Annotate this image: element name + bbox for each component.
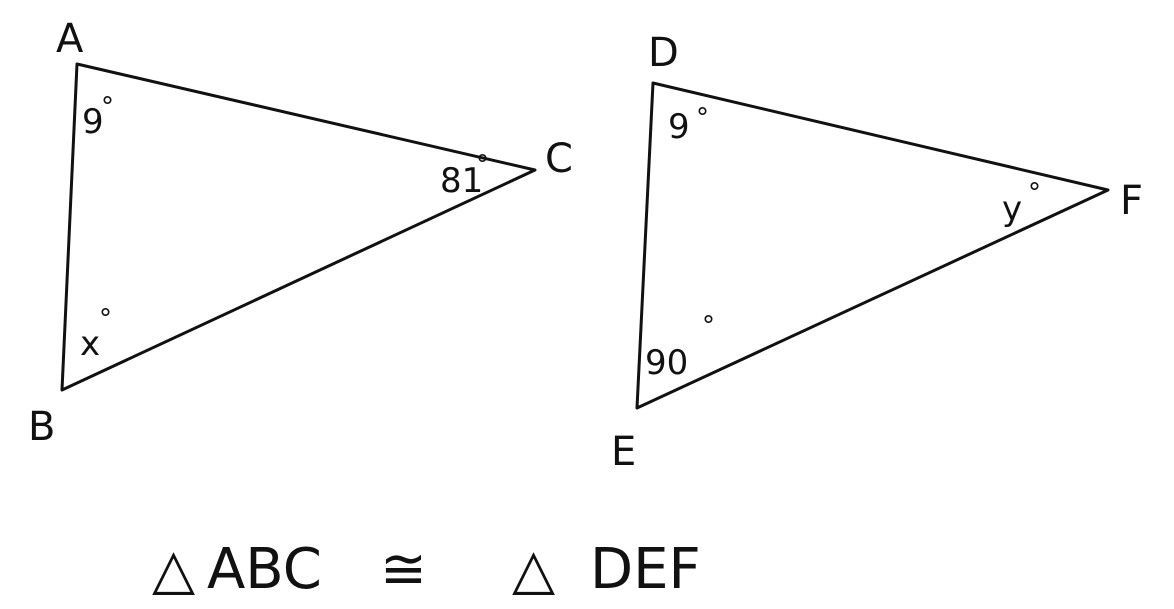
vertex-label-f: F: [1120, 178, 1143, 224]
triangle-def-outline: [635, 81, 1110, 410]
angle-label-f: y: [1002, 189, 1022, 229]
angle-degree-d: °: [696, 103, 709, 133]
angle-degree-b: °: [99, 304, 112, 334]
angle-degree-c: °: [476, 150, 489, 180]
congruence-symbol: ≅: [380, 537, 427, 602]
angle-label-a: 9: [82, 102, 104, 142]
vertex-label-b: B: [28, 404, 55, 450]
statement-left-triangle: ABC: [207, 537, 322, 602]
triangle-abc-outline: [60, 62, 537, 392]
triangle-abc: A B C 9 ° x ° 81 °: [28, 16, 573, 450]
triangle-symbol-right: △: [512, 537, 555, 602]
statement-right-triangle: DEF: [590, 537, 701, 602]
vertex-label-e: E: [611, 429, 636, 475]
vertex-label-a: A: [56, 16, 84, 62]
angle-label-e: 90: [645, 343, 688, 383]
angle-degree-a: °: [101, 92, 114, 122]
angle-label-c: 81: [440, 161, 483, 201]
angle-degree-e: °: [702, 311, 715, 341]
vertex-label-d: D: [648, 30, 679, 76]
angle-degree-f: °: [1028, 178, 1041, 208]
angle-label-b: x: [80, 324, 100, 364]
congruence-statement: △ ABC ≅ △ DEF: [152, 537, 701, 602]
angle-label-d: 9: [668, 107, 690, 147]
triangle-def: D E F 9 ° 90 ° y °: [611, 30, 1143, 475]
triangle-symbol-left: △: [152, 537, 195, 602]
vertex-label-c: C: [545, 136, 573, 182]
